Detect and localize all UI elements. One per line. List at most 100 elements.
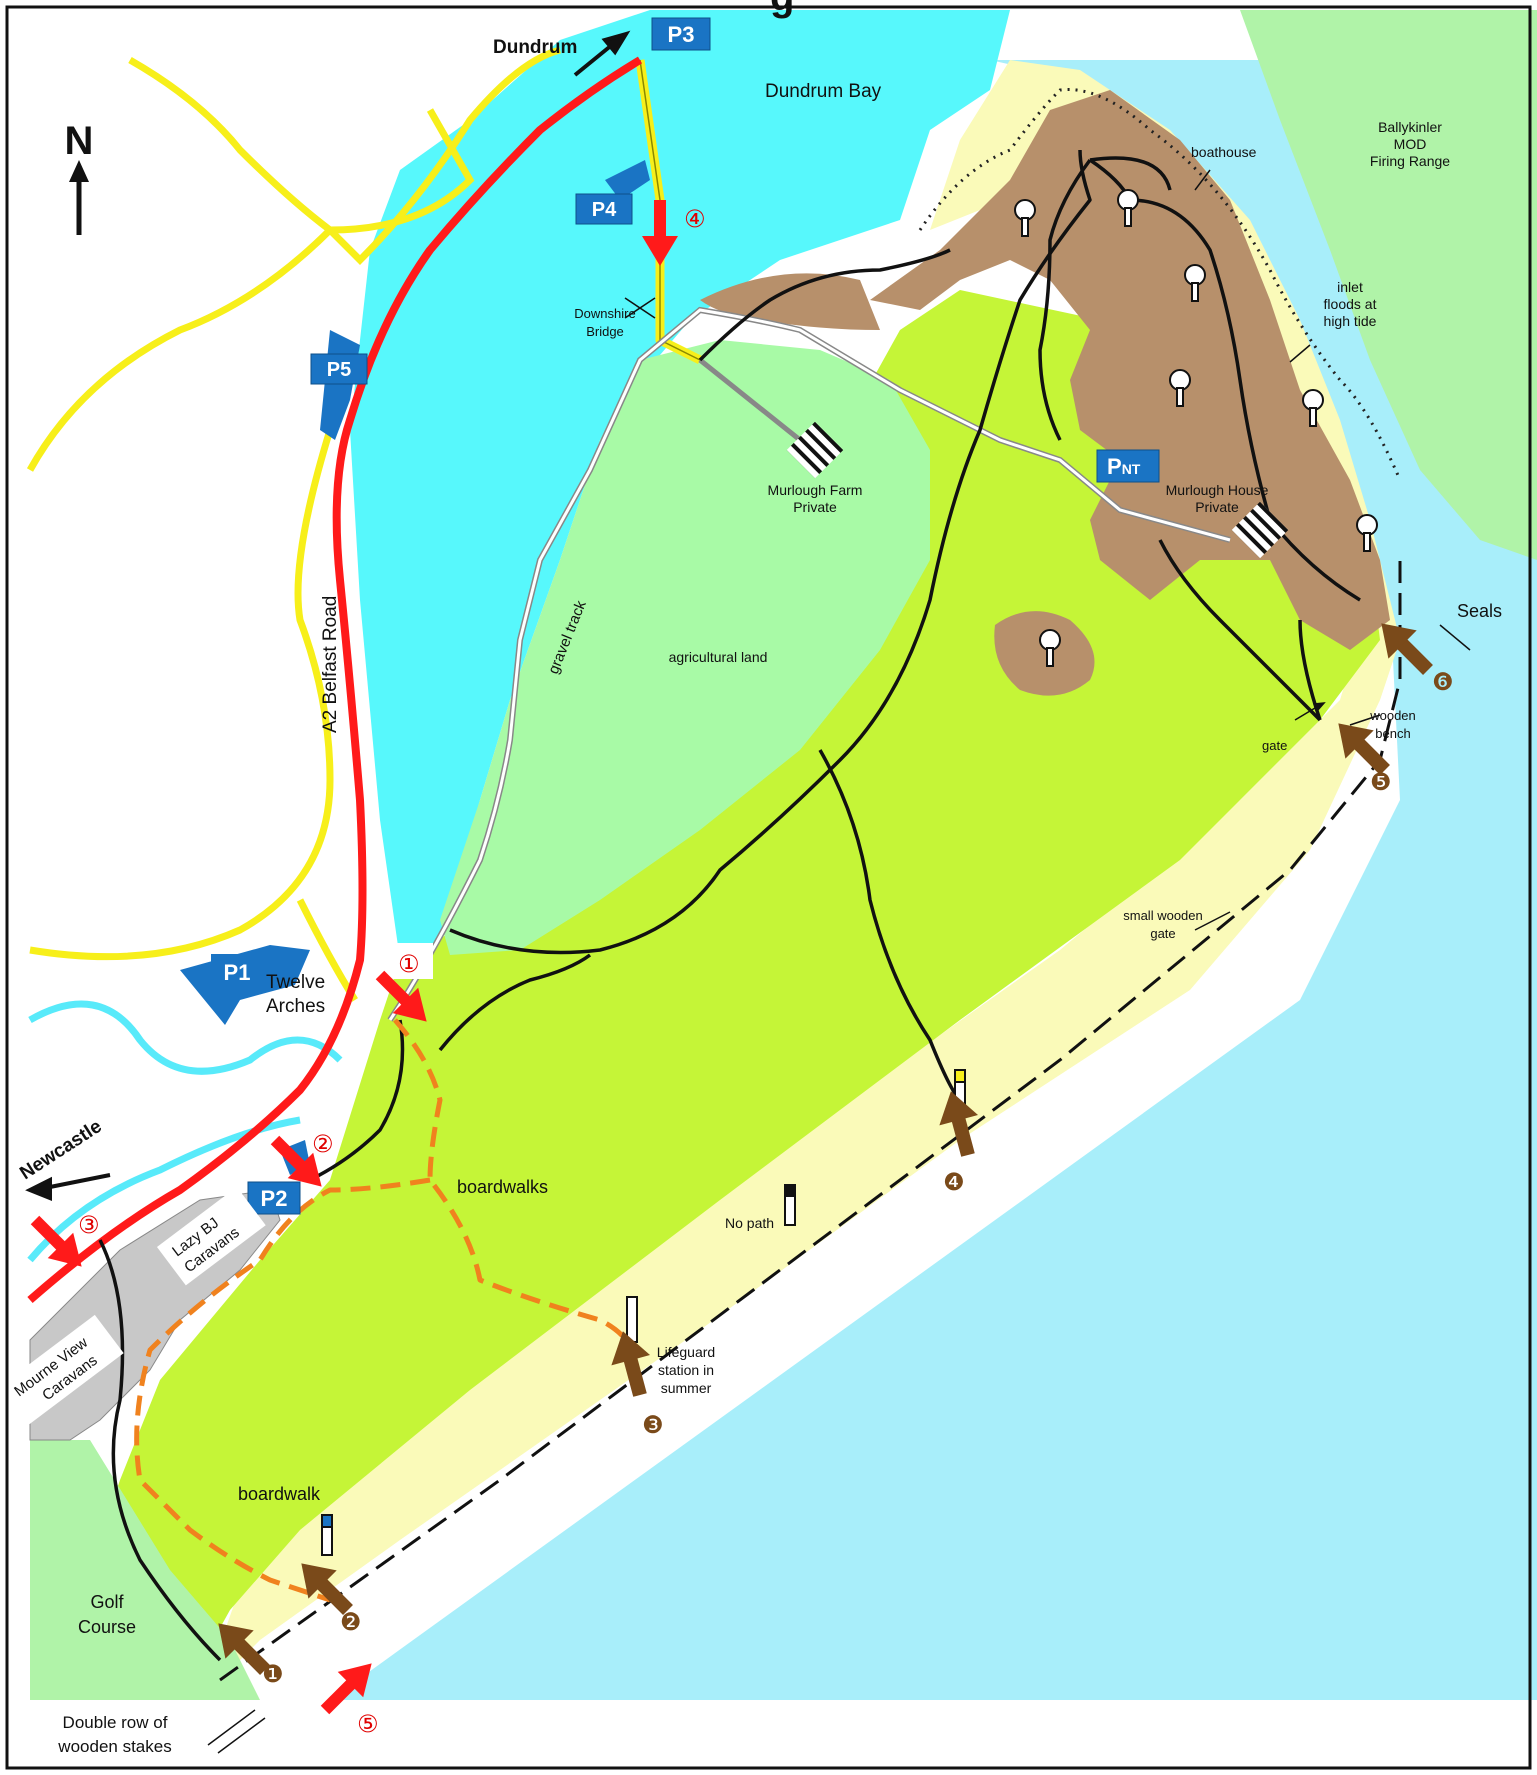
dotted-shoreline bbox=[918, 88, 1402, 481]
boardwalks-label: boardwalks bbox=[457, 1177, 548, 1197]
parking-sign-p4[interactable]: P4 bbox=[575, 193, 633, 225]
parking-sign-p1[interactable]: P1 bbox=[211, 954, 263, 988]
boathouse-label: boathouse bbox=[1191, 144, 1257, 160]
red-marker-5: ⑤ bbox=[357, 1710, 379, 1738]
dundrum-label: Dundrum bbox=[493, 37, 577, 58]
svg-text:Private: Private bbox=[793, 499, 837, 515]
red-marker-4: ④ bbox=[684, 205, 706, 233]
svg-text:Firing Range: Firing Range bbox=[1370, 153, 1450, 169]
tree-icon bbox=[1014, 199, 1036, 237]
downshire-bridge-label: Downshire Bridge bbox=[574, 306, 635, 339]
gate-label: gate bbox=[1262, 738, 1287, 753]
a2-road-label: A2 Belfast Road bbox=[320, 596, 341, 733]
svg-text:inlet: inlet bbox=[1337, 279, 1363, 295]
woodland-patch bbox=[994, 611, 1095, 696]
svg-text:Bridge: Bridge bbox=[586, 324, 624, 339]
wooden-stakes-2 bbox=[217, 1717, 266, 1754]
beach-area bbox=[200, 60, 1400, 1700]
red-arrow-4 bbox=[642, 200, 678, 266]
svg-text:gate: gate bbox=[1150, 926, 1175, 941]
minor-road bbox=[128, 46, 561, 265]
p4-car-park-shape bbox=[605, 160, 650, 200]
svg-text:Golf: Golf bbox=[90, 1592, 124, 1612]
thin-pointers bbox=[624, 169, 1471, 931]
brown-arrow-4 bbox=[939, 1091, 979, 1157]
svg-text:Arches: Arches bbox=[266, 996, 325, 1017]
svg-text:high tide: high tide bbox=[1324, 313, 1377, 329]
beach-marker-5: ❺ bbox=[1370, 768, 1392, 796]
svg-text:Private: Private bbox=[1195, 499, 1239, 515]
svg-text:Double row of: Double row of bbox=[63, 1713, 168, 1732]
svg-text:P1: P1 bbox=[224, 960, 251, 985]
svg-text:Twelve: Twelve bbox=[266, 972, 325, 993]
dundrum-bay-water bbox=[350, 10, 1010, 960]
svg-text:P2: P2 bbox=[261, 1186, 288, 1211]
post-marker-blue-top bbox=[321, 1514, 333, 1528]
svg-text:P3: P3 bbox=[668, 22, 695, 47]
red-arrow-3 bbox=[30, 1215, 82, 1267]
golf-course-label: Golf Course bbox=[78, 1592, 136, 1637]
agricultural-land-label: agricultural land bbox=[669, 649, 768, 665]
boardwalks bbox=[134, 1018, 633, 1603]
tree-icon bbox=[1117, 189, 1139, 227]
beach-marker-3: ❸ bbox=[642, 1411, 664, 1439]
a2-main-road bbox=[27, 56, 643, 1304]
wooden-bench-label: wooden bench bbox=[1369, 708, 1416, 741]
brown-arrows bbox=[218, 623, 1433, 1675]
svg-text:PNT: PNT bbox=[1107, 454, 1141, 479]
murlough-house-label: Murlough House Private bbox=[1166, 482, 1269, 515]
beach-dashed-line bbox=[219, 560, 1402, 1682]
north-arrow-icon: N bbox=[65, 119, 93, 235]
gravel-track-inner bbox=[388, 308, 1231, 1021]
brown-arrow-1 bbox=[218, 1623, 270, 1675]
tree-icon bbox=[1184, 264, 1206, 302]
footpaths bbox=[98, 149, 1361, 1662]
parking-sign-p5[interactable]: P5 bbox=[310, 353, 368, 385]
parking-sign-p3[interactable]: P3 bbox=[651, 17, 711, 51]
minor-road-4 bbox=[29, 428, 334, 961]
brown-arrow-6 bbox=[1381, 623, 1433, 675]
svg-text:small wooden: small wooden bbox=[1123, 908, 1203, 923]
red-marker-1: ① bbox=[398, 950, 420, 978]
agricultural-land-area bbox=[440, 340, 930, 955]
svg-text:summer: summer bbox=[661, 1380, 712, 1396]
tree-icon bbox=[1356, 514, 1378, 552]
red-arrows bbox=[30, 200, 678, 1715]
red-arrow-1 bbox=[375, 970, 427, 1022]
no-path-post-top bbox=[785, 1185, 795, 1197]
red-arrow-2 bbox=[270, 1135, 322, 1187]
minor-road-3 bbox=[329, 108, 475, 234]
brown-arrow-2 bbox=[301, 1563, 353, 1615]
red-arrow-5 bbox=[320, 1663, 372, 1715]
tree-icon bbox=[1039, 629, 1061, 667]
beach-marker-1: ❶ bbox=[262, 1660, 284, 1688]
svg-text:Ballykinler: Ballykinler bbox=[1378, 119, 1442, 135]
pointer-arrows bbox=[25, 30, 631, 1201]
tree-icons bbox=[1014, 189, 1378, 667]
svg-text:MOD: MOD bbox=[1394, 136, 1427, 152]
svg-text:Murlough Farm: Murlough Farm bbox=[768, 482, 863, 498]
lifeguard-label: Lifeguard station in summer bbox=[657, 1344, 715, 1396]
ballykinler-land bbox=[1240, 10, 1537, 560]
river-line bbox=[28, 1000, 343, 1075]
svg-text:Course: Course bbox=[78, 1617, 136, 1637]
svg-text:station in: station in bbox=[658, 1362, 714, 1378]
murlough-house-building bbox=[1231, 501, 1289, 559]
inlet-label: inlet floods at high tide bbox=[1324, 279, 1377, 329]
svg-text:wooden: wooden bbox=[1369, 708, 1416, 723]
red-number-markers: ④ ① ② ③ ⑤ bbox=[78, 205, 706, 1738]
red-marker-3: ③ bbox=[78, 1211, 100, 1239]
dundrum-bay-label: Dundrum Bay bbox=[765, 81, 882, 102]
parking-sign-pnt[interactable]: PNT bbox=[1096, 449, 1160, 483]
svg-text:Downshire: Downshire bbox=[574, 306, 635, 321]
ballykinler-label: Ballykinler MOD Firing Range bbox=[1370, 119, 1450, 169]
seals-label: Seals bbox=[1457, 601, 1502, 621]
red-marker-2: ② bbox=[312, 1130, 334, 1158]
brown-arrow-3 bbox=[611, 1331, 651, 1397]
parking-sign-p2[interactable]: P2 bbox=[247, 1181, 301, 1215]
svg-text:bench: bench bbox=[1375, 726, 1410, 741]
twelve-arches-label: Twelve Arches bbox=[266, 972, 325, 1017]
boardwalk-label: boardwalk bbox=[238, 1484, 321, 1504]
beach-marker-4: ❹ bbox=[943, 1168, 965, 1196]
